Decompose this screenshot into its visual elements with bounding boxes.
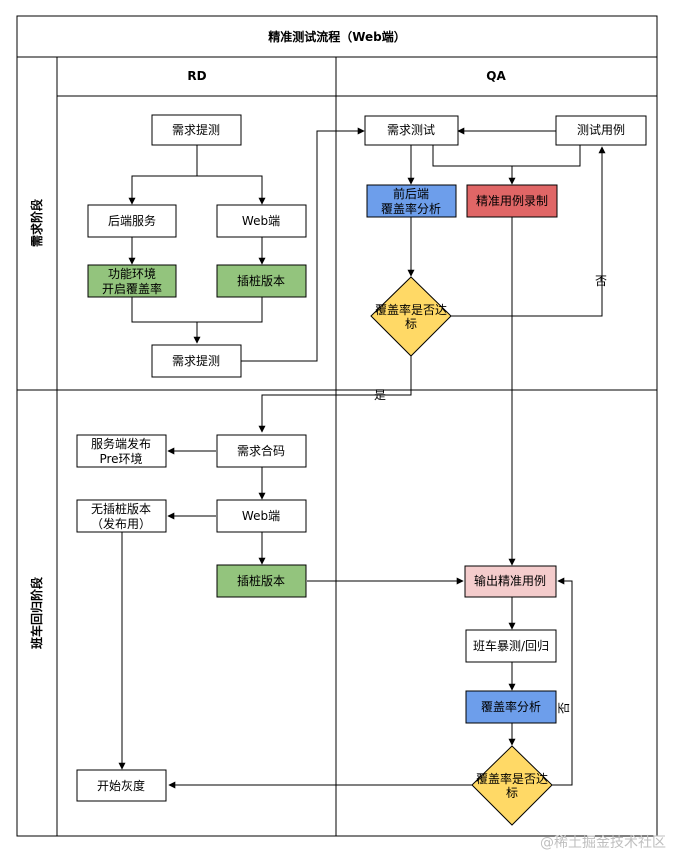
node-regression-test: 班车暴测/回归	[465, 629, 557, 663]
node-req-review: 需求提测	[151, 114, 242, 146]
node-instrument-2: 插桩版本	[216, 564, 307, 598]
svg-text:开启覆盖率: 开启覆盖率	[102, 281, 162, 296]
node-func-env: 功能环境 开启覆盖率	[87, 264, 177, 298]
svg-text:（发布用）: （发布用）	[91, 516, 151, 531]
node-req-submit: 需求提测	[151, 344, 242, 378]
svg-text:服务端发布: 服务端发布	[91, 436, 151, 451]
edge-decision1-yes	[258, 356, 412, 433]
svg-text:Web端: Web端	[242, 214, 280, 228]
edge-review-web	[197, 175, 266, 205]
node-web-end-2: Web端	[216, 499, 307, 533]
edge-case-record	[512, 145, 581, 167]
connectors	[118, 127, 606, 789]
svg-text:插桩版本: 插桩版本	[237, 273, 285, 288]
svg-text:前后端: 前后端	[393, 186, 429, 201]
node-deploy-pre: 服务端发布 Pre环境	[76, 434, 167, 468]
node-decision-1: 覆盖率是否达 标	[370, 276, 452, 357]
svg-text:需求提测: 需求提测	[172, 353, 220, 368]
svg-text:需求合码: 需求合码	[237, 443, 285, 458]
watermark: @稀土掘金技术社区	[540, 835, 666, 851]
svg-text:Pre环境: Pre环境	[99, 451, 142, 466]
svg-text:需求测试: 需求测试	[387, 122, 435, 137]
page-title: 精准测试流程（Web端）	[268, 29, 406, 44]
svg-text:Web端: Web端	[242, 509, 280, 523]
edge-label-yes: 是	[374, 388, 386, 402]
svg-text:班车暴测/回归: 班车暴测/回归	[473, 638, 549, 653]
edge-decision1-no	[451, 146, 606, 317]
node-test-case: 测试用例	[555, 115, 647, 146]
svg-text:开始灰度: 开始灰度	[97, 778, 145, 793]
svg-text:覆盖率分析: 覆盖率分析	[481, 699, 541, 714]
node-coverage-analysis: 覆盖率分析	[465, 690, 557, 724]
node-output-cases: 输出精准用例	[464, 565, 557, 598]
edge-decision2-no	[552, 577, 573, 786]
svg-text:标: 标	[405, 317, 417, 331]
edge-label-no-2: 否	[557, 702, 571, 714]
edge-review-split	[128, 145, 198, 205]
node-backend-service: 后端服务	[87, 204, 177, 238]
svg-text:输出精准用例: 输出精准用例	[474, 573, 546, 588]
node-req-test: 需求测试	[364, 115, 459, 146]
node-no-instrument: 无插桩版本 （发布用）	[76, 499, 167, 533]
svg-text:覆盖率是否达: 覆盖率是否达	[375, 302, 447, 317]
svg-text:后端服务: 后端服务	[108, 213, 156, 228]
svg-text:测试用例: 测试用例	[577, 122, 625, 137]
svg-text:需求提测: 需求提测	[172, 122, 220, 137]
phase-label-regression: 班车回归阶段	[29, 576, 44, 649]
node-web-end-1: Web端	[216, 204, 307, 238]
node-gray-release: 开始灰度	[76, 769, 167, 802]
edge-submit-test	[241, 127, 365, 362]
lane-header-qa: QA	[486, 69, 506, 83]
node-coverage-fe-be: 前后端 覆盖率分析	[366, 184, 457, 218]
svg-text:标: 标	[506, 786, 518, 800]
node-merge-code: 需求合码	[216, 434, 307, 468]
edge-test-record	[432, 145, 516, 185]
node-decision-2: 覆盖率是否达 标	[471, 745, 553, 826]
svg-text:精准用例录制: 精准用例录制	[476, 194, 548, 208]
node-instrument-1: 插桩版本	[216, 264, 307, 298]
edge-label-no-1: 否	[595, 274, 607, 288]
svg-text:功能环境: 功能环境	[108, 266, 156, 281]
lane-header-rd: RD	[187, 69, 206, 83]
node-precise-record: 精准用例录制	[466, 184, 558, 218]
svg-text:无插桩版本: 无插桩版本	[91, 501, 151, 516]
svg-text:插桩版本: 插桩版本	[237, 573, 285, 588]
phase-label-requirement: 需求阶段	[29, 198, 44, 247]
svg-text:覆盖率是否达: 覆盖率是否达	[476, 771, 548, 786]
svg-text:覆盖率分析: 覆盖率分析	[381, 201, 441, 216]
edge-merge-submit	[131, 297, 263, 343]
